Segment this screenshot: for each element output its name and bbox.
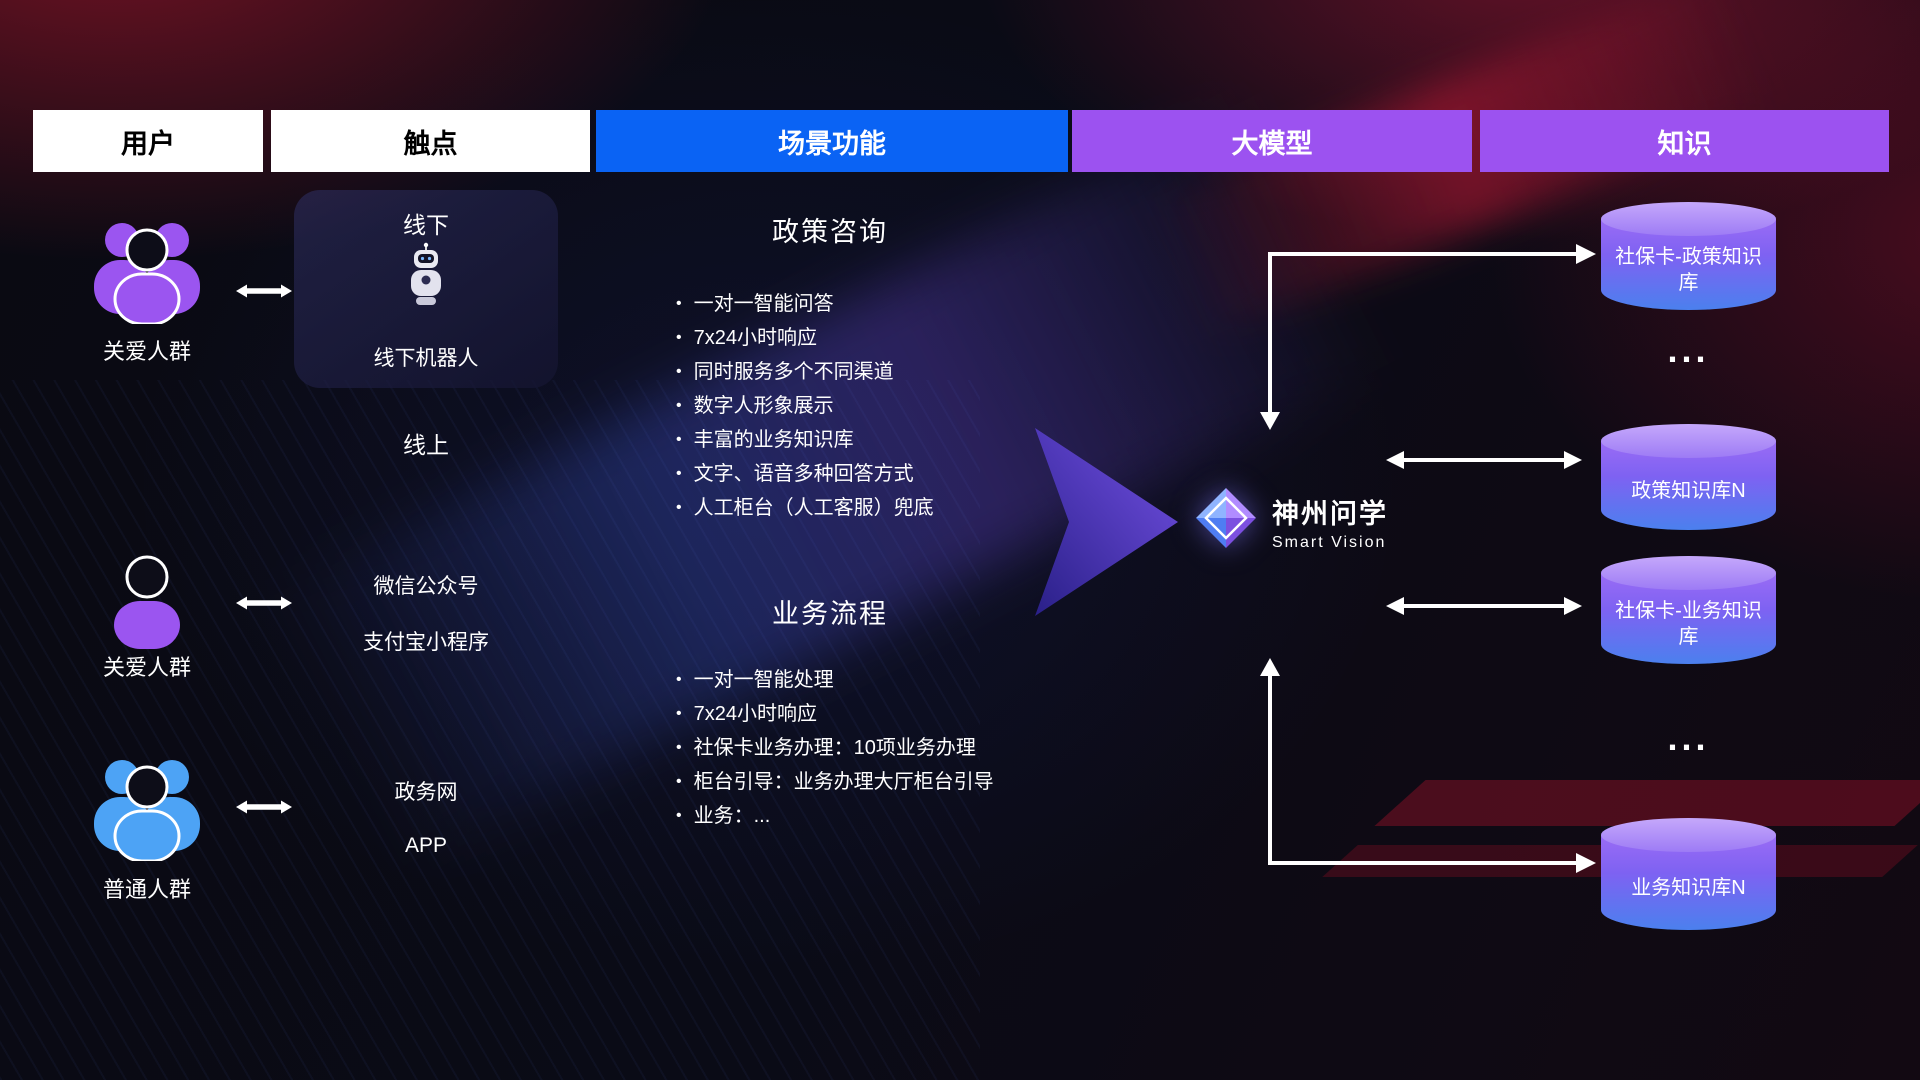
list-item: 丰富的业务知识库 [676, 424, 934, 458]
list-item: 业务：... [676, 800, 994, 834]
policy-consultation-title: 政策咨询 [772, 217, 888, 247]
group-users-blue-icon [94, 760, 200, 861]
list-item: 人工柜台（人工客服）兜底 [676, 492, 934, 526]
list-item: 7x24小时响应 [676, 698, 994, 732]
model-subtitle: Smart Vision [1272, 534, 1387, 551]
header-touchpoints: 触点 [271, 110, 590, 172]
header-scenarios-label: 场景功能 [778, 128, 886, 159]
list-item: 7x24小时响应 [676, 322, 934, 356]
ellipsis-dots: ... [1667, 717, 1710, 758]
user-group-3-label: 普通人群 [102, 877, 191, 902]
header-touchpoints-label: 触点 [403, 128, 458, 159]
header-users-label: 用户 [121, 128, 175, 159]
channel-app: APP [404, 834, 448, 857]
channel-alipay: 支付宝小程序 [363, 631, 489, 654]
header-model-label: 大模型 [1231, 128, 1313, 159]
list-item: 柜台引导：业务办理大厅柜台引导 [676, 766, 994, 800]
bidirectional-arrow-icon [236, 800, 292, 814]
list-item: 数字人形象展示 [676, 390, 934, 424]
list-item: 同时服务多个不同渠道 [676, 356, 934, 390]
user-group-1-label: 关爱人群 [102, 339, 191, 364]
ellipsis-dots: ... [1667, 329, 1710, 370]
list-item: 一对一智能问答 [676, 288, 934, 322]
header-users: 用户 [33, 110, 263, 172]
model-name: 神州问学 [1272, 499, 1388, 529]
header-knowledge: 知识 [1480, 110, 1889, 172]
smart-vision-logo-icon [1196, 488, 1256, 548]
database-label: 社保卡-业务知识库 [1615, 600, 1762, 648]
list-item: 一对一智能处理 [676, 664, 994, 698]
database-cylinder-top [1601, 202, 1776, 236]
database-cylinder-top [1601, 818, 1776, 852]
database-cylinder-top [1601, 556, 1776, 590]
big-flow-arrow-icon [1035, 428, 1178, 616]
single-user-purple-icon [114, 555, 180, 649]
database-business-n: 业务知识库N [1601, 818, 1776, 930]
business-process-title: 业务流程 [772, 599, 888, 629]
user-group-2-label: 关爱人群 [102, 655, 191, 680]
connector-bottom-l-arrow [1260, 658, 1596, 873]
database-business-social-card: 社保卡-业务知识库 [1601, 556, 1776, 664]
bidirectional-arrow-icon [236, 596, 292, 610]
offline-robot-label: 线下机器人 [373, 347, 479, 370]
list-item: 社保卡业务办理：10项业务办理 [676, 732, 994, 766]
connector-top-l-arrow [1260, 244, 1596, 430]
database-label: 社保卡-政策知识库 [1615, 246, 1762, 294]
business-feature-list: 一对一智能处理 7x24小时响应 社保卡业务办理：10项业务办理 柜台引导：业务… [676, 664, 994, 834]
offline-title: 线下 [403, 212, 449, 238]
channel-gov-web: 政务网 [394, 781, 458, 804]
bidirectional-arrow-icon [236, 284, 292, 298]
channel-wechat: 微信公众号 [373, 575, 479, 598]
database-cylinder-top [1601, 424, 1776, 458]
offline-touchpoint-card: 线下 线下机器人 [294, 190, 558, 388]
policy-feature-list: 一对一智能问答 7x24小时响应 同时服务多个不同渠道 数字人形象展示 丰富的业… [676, 288, 934, 526]
robot-icon [411, 242, 441, 305]
connector-double-arrow-2 [1386, 597, 1582, 615]
database-label: 政策知识库N [1631, 480, 1746, 502]
database-policy-n: 政策知识库N [1601, 424, 1776, 530]
header-scenarios: 场景功能 [596, 110, 1068, 172]
list-item: 文字、语音多种回答方式 [676, 458, 934, 492]
group-users-purple-icon [94, 223, 200, 324]
header-knowledge-label: 知识 [1657, 128, 1712, 159]
database-label: 业务知识库N [1631, 877, 1746, 899]
database-policy-social-card: 社保卡-政策知识库 [1601, 202, 1776, 310]
online-title: 线上 [403, 432, 449, 458]
header-model: 大模型 [1072, 110, 1472, 172]
connector-double-arrow-1 [1386, 451, 1582, 469]
smart-vision-logo-text: 神州问学 Smart Vision [1272, 492, 1388, 552]
